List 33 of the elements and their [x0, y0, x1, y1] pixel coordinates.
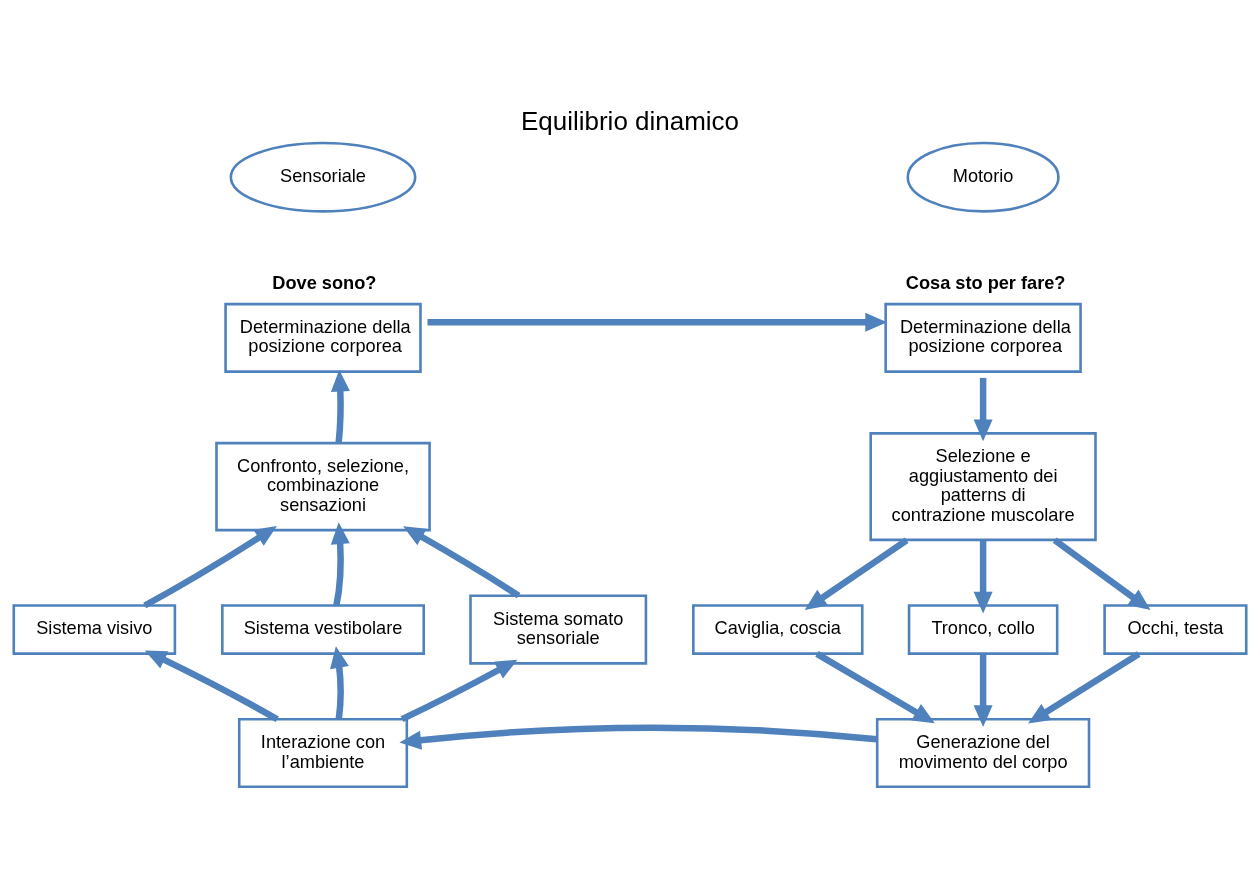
arrow [815, 650, 935, 723]
node-box: Interazione con l’ambiente [237, 717, 409, 788]
node-ellipse: Motorio [906, 141, 1060, 213]
arrow [399, 723, 878, 750]
node-box: Sistema somato sensoriale [469, 594, 648, 665]
node-box: Tronco, collo [907, 603, 1059, 655]
node-box: Confronto, selezione, combinazione sensazioni [215, 441, 431, 531]
arrow [330, 645, 349, 719]
node-ellipse: Sensoriale [229, 141, 417, 213]
arrow [1028, 650, 1141, 724]
arrow [330, 521, 350, 606]
node-box: Caviglia, coscia [692, 603, 864, 655]
arrow [400, 659, 518, 722]
arrow [403, 525, 521, 598]
node-label: Cosa sto per fare? [905, 272, 1066, 293]
arrow [973, 653, 993, 727]
arrow [973, 539, 993, 613]
node-box: Determinazione della posizione corporea [224, 302, 422, 373]
node-box: Sistema visivo [12, 603, 177, 655]
arrow [427, 312, 888, 332]
arrow [804, 537, 909, 610]
node-box: Determinazione della posizione corporea [884, 302, 1082, 373]
node-box: Generazione del movimento del corpo [875, 717, 1091, 788]
arrow [330, 369, 350, 443]
node-box: Selezione e aggiustamento dei patterns di contrazione muscolare [869, 431, 1097, 541]
arrow [973, 377, 993, 441]
diagram-title: Equilibrio dinamico [521, 105, 739, 136]
arrow [144, 649, 279, 722]
arrow [1052, 537, 1151, 610]
node-label: Dove sono? [272, 272, 377, 293]
node-box: Occhi, testa [1103, 603, 1248, 655]
arrow [143, 525, 277, 608]
node-box: Sistema vestibolare [221, 603, 426, 655]
